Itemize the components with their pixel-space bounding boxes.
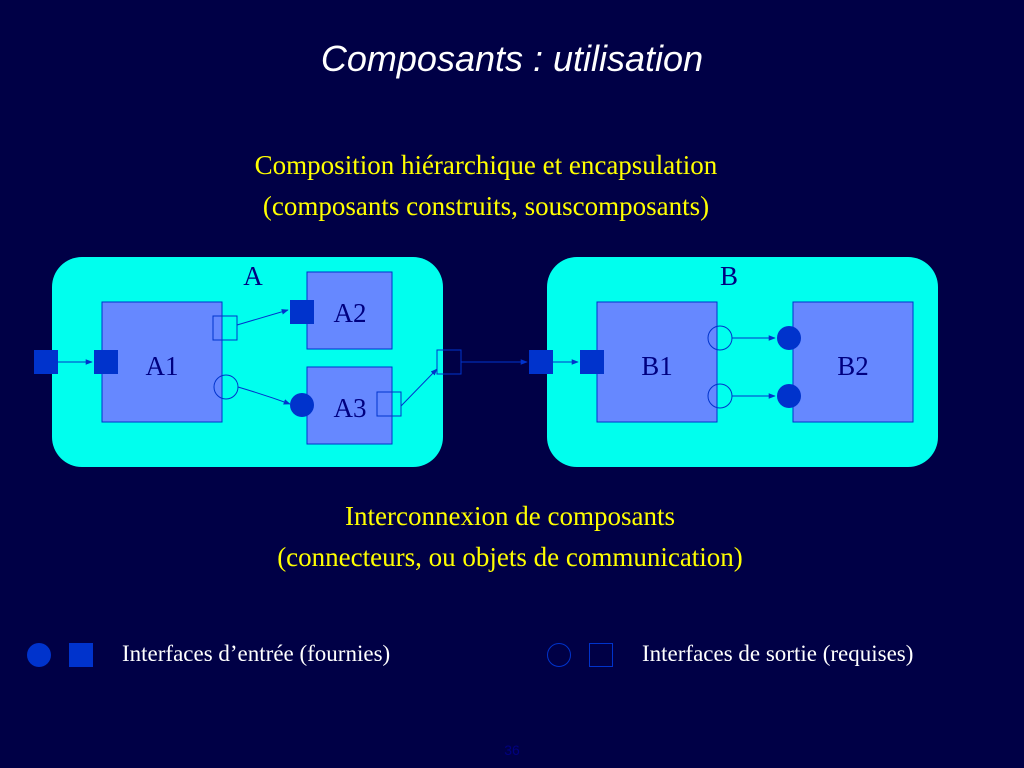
a1-provided-square [94, 350, 118, 374]
slide-title: Composants : utilisation [320, 38, 704, 79]
page-number: 36 [504, 742, 520, 758]
required-circle-legend-icon [547, 643, 571, 667]
b2-provided-circle-top [777, 326, 801, 350]
a-provided-square-outer [34, 350, 58, 374]
required-square-legend-icon [589, 643, 613, 667]
composition-heading-line1: Composition hiérarchique et encapsulatio… [254, 150, 718, 180]
component-a-label: A [243, 261, 263, 291]
subcomponent-a1 [101, 301, 223, 423]
subcomponent-b2-label: B2 [837, 351, 869, 381]
subcomponent-a1-label: A1 [146, 351, 179, 381]
composition-heading-line2: (composants construits, souscomposants) [262, 191, 710, 221]
interconnection-heading-line2: (connecteurs, ou objets de communication… [277, 542, 743, 572]
component-b-label: B [720, 261, 738, 291]
subcomponent-b1-label: B1 [641, 351, 673, 381]
subcomponent-a3-label: A3 [334, 393, 367, 423]
composition-heading: Composition hiérarchique et encapsulatio… [0, 145, 998, 227]
a3-required-square [376, 391, 402, 417]
legend-required-label: Interfaces de sortie (requises) [642, 641, 914, 666]
connector-a1-to-a2 [236, 309, 289, 326]
a1-required-square [212, 315, 238, 341]
provided-square-legend-icon [69, 643, 93, 667]
interconnection-heading: Interconnexion de composants (connecteur… [0, 496, 1022, 578]
b1-provided-square [580, 350, 604, 374]
b2-provided-circle-bottom [777, 384, 801, 408]
legend-provided-label: Interfaces d’entrée (fournies) [122, 641, 391, 666]
a3-provided-circle [290, 393, 314, 417]
subcomponent-b2 [792, 301, 914, 423]
legend: Interfaces d’entrée (fournies) Interface… [0, 640, 1024, 670]
interconnection-heading-line1: Interconnexion de composants [345, 501, 675, 531]
b-provided-square-outer [529, 350, 553, 374]
connector-a3-to-a-out [400, 368, 438, 407]
connector-a1-to-a3 [237, 386, 291, 405]
provided-circle-legend-icon [27, 643, 51, 667]
a2-provided-square [290, 300, 314, 324]
subcomponent-a2-label: A2 [334, 298, 367, 328]
